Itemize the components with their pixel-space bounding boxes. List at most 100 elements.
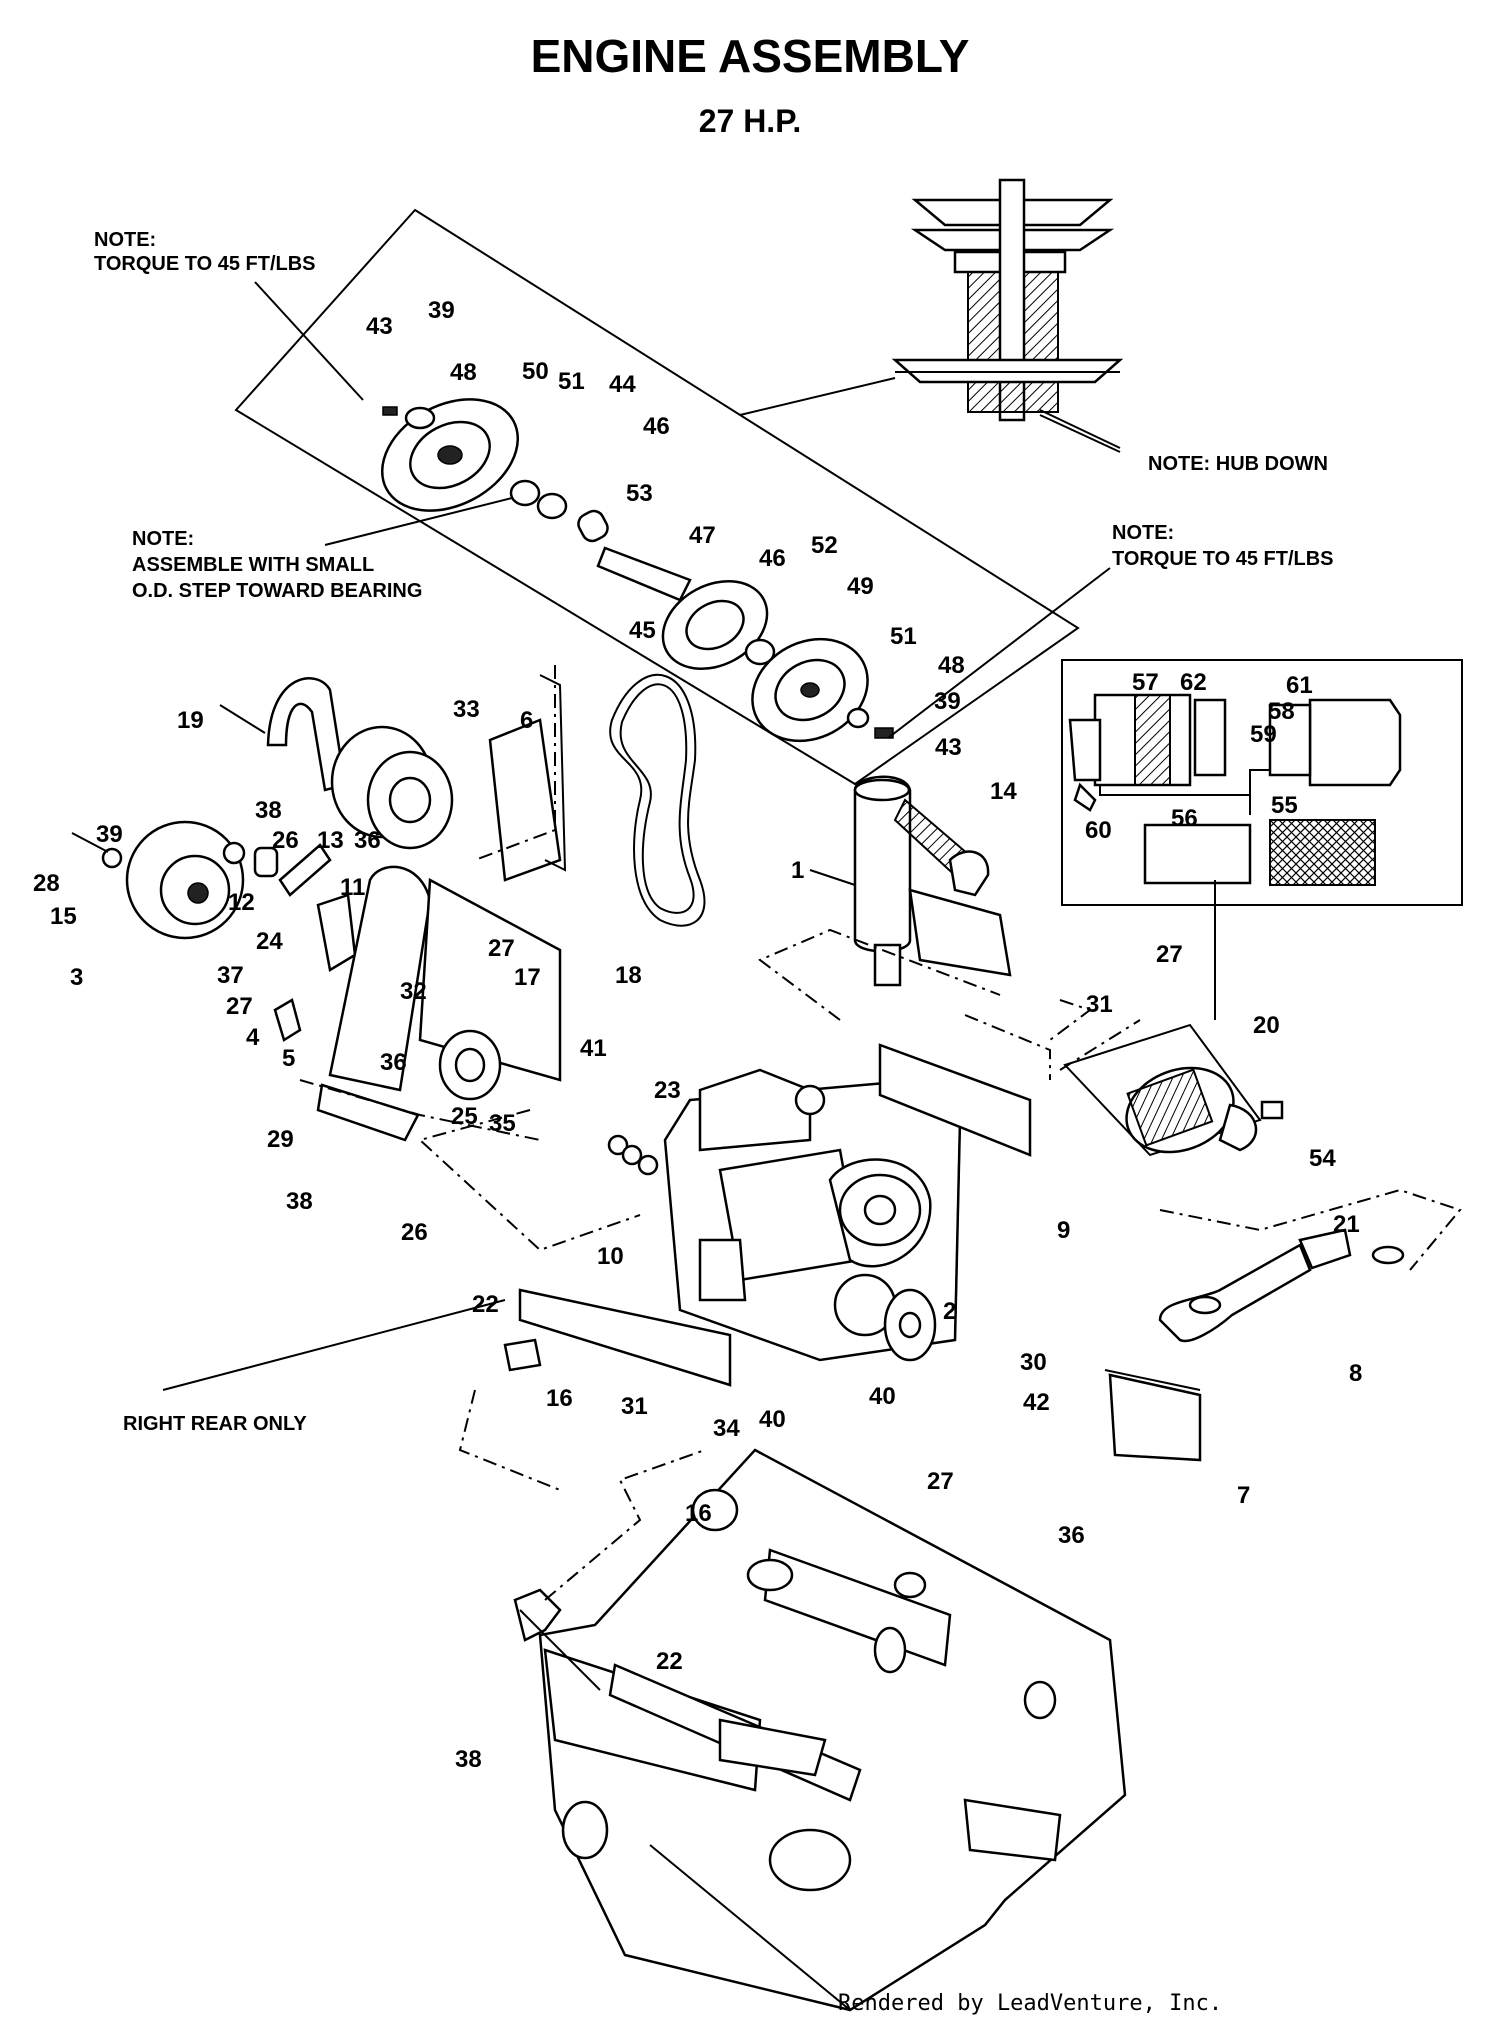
callout-label: 6	[520, 707, 533, 734]
callout-label: 48	[938, 652, 965, 679]
callout-label: 22	[656, 1648, 683, 1675]
callout-label: 23	[654, 1077, 681, 1104]
guide-lines	[299, 665, 1093, 1141]
note-assemble-head: NOTE:	[132, 528, 194, 550]
callout-label: 27	[488, 935, 515, 962]
callout-label: 38	[286, 1188, 313, 1215]
callout-label: 61	[1286, 672, 1313, 699]
callout-label: 14	[990, 778, 1017, 805]
callout-label: 3	[70, 964, 83, 991]
callout-label: 35	[489, 1110, 516, 1137]
callout-label: 15	[50, 903, 77, 930]
callout-label: 46	[643, 413, 670, 440]
callout-label: 19	[177, 707, 204, 734]
callout-label: 30	[1020, 1349, 1047, 1376]
callout-label: 31	[621, 1393, 648, 1420]
callout-label: 62	[1180, 669, 1207, 696]
engine-block	[607, 1068, 962, 1362]
callout-label: 57	[1132, 669, 1159, 696]
callout-label: 58	[1268, 698, 1295, 725]
callout-label: 11	[340, 874, 365, 901]
callout-label: 49	[847, 573, 874, 600]
callout-label: 50	[522, 358, 549, 385]
callout-label: 55	[1271, 792, 1298, 819]
callout-label: 43	[935, 734, 962, 761]
callout-label: 12	[228, 889, 255, 916]
callout-label: 16	[685, 1500, 712, 1527]
pulley-stack	[380, 398, 894, 743]
callout-label: 26	[401, 1219, 428, 1246]
chassis-frame	[513, 1448, 1127, 2012]
callout-label: 2	[943, 1298, 956, 1325]
callout-label: 37	[217, 962, 244, 989]
callout-label: 25	[451, 1103, 478, 1130]
clutch-assembly	[71, 820, 357, 1042]
note-assemble-line2: O.D. STEP TOWARD BEARING	[132, 580, 422, 602]
intake-hose	[1158, 1188, 1462, 1343]
callout-label: 52	[811, 532, 838, 559]
callout-label: 42	[1023, 1389, 1050, 1416]
callout-label: 56	[1171, 805, 1198, 832]
callout-label: 9	[1057, 1217, 1070, 1244]
callout-label: 46	[759, 545, 786, 572]
callout-label: 60	[1085, 817, 1112, 844]
callout-label: 40	[759, 1406, 786, 1433]
callout-label: 38	[255, 797, 282, 824]
callout-label: 36	[1058, 1522, 1085, 1549]
spindle-outline	[234, 208, 1121, 786]
callout-label: 32	[400, 978, 427, 1005]
note-torque-right-body: TORQUE TO 45 FT/LBS	[1112, 548, 1334, 570]
note-torque-right-head: NOTE:	[1112, 522, 1174, 544]
render-credit: Rendered by LeadVenture, Inc.	[838, 1991, 1222, 2016]
callout-label: 39	[428, 297, 455, 324]
callout-label: 13	[317, 827, 344, 854]
callout-label: 26	[272, 827, 299, 854]
callout-label: 34	[713, 1415, 740, 1442]
hub-cross-section	[891, 178, 1124, 422]
callout-label: 1	[791, 857, 804, 884]
callout-label: 59	[1250, 721, 1277, 748]
callout-label: 4	[246, 1024, 260, 1051]
callout-label: 45	[629, 617, 656, 644]
callout-label: 51	[558, 368, 585, 395]
idler-belt-and-brackets	[266, 674, 567, 1142]
muffler	[853, 775, 1012, 987]
callout-label: 36	[354, 827, 381, 854]
callout-label: 16	[546, 1385, 573, 1412]
callout-label: 7	[1237, 1482, 1250, 1509]
note-assemble-line1: ASSEMBLE WITH SMALL	[132, 554, 374, 576]
notes: NOTE: TORQUE TO 45 FT/LBS NOTE: HUB DOWN…	[94, 229, 1334, 1435]
note-right-rear-only: RIGHT REAR ONLY	[123, 1413, 307, 1435]
callout-label: 48	[450, 359, 477, 386]
callout-label: 39	[96, 821, 123, 848]
callout-label: 28	[33, 870, 60, 897]
callout-label: 27	[1156, 941, 1183, 968]
callout-label: 44	[609, 371, 636, 398]
callout-label: 27	[226, 993, 253, 1020]
callout-label: 29	[267, 1126, 294, 1153]
callout-label: 8	[1349, 1360, 1362, 1387]
callout-label: 24	[256, 928, 283, 955]
leader-lines	[162, 281, 1121, 1391]
callout-label: 54	[1309, 1145, 1336, 1172]
callout-label: 27	[927, 1468, 954, 1495]
note-hub-down: NOTE: HUB DOWN	[1148, 453, 1328, 475]
callout-label: 22	[472, 1291, 499, 1318]
callout-label: 41	[580, 1035, 607, 1062]
callout-label: 40	[869, 1383, 896, 1410]
callout-label: 20	[1253, 1012, 1280, 1039]
callout-label: 43	[366, 313, 393, 340]
callout-label: 53	[626, 480, 653, 507]
callout-label: 10	[597, 1243, 624, 1270]
note-torque-left-body: TORQUE TO 45 FT/LBS	[94, 253, 316, 275]
callout-label: 21	[1333, 1211, 1360, 1238]
diagram-title: ENGINE ASSEMBLY	[531, 30, 970, 82]
callout-label: 38	[455, 1746, 482, 1773]
engine-mounts	[417, 1014, 1202, 1491]
callout-label: 17	[514, 964, 541, 991]
callout-label: 18	[615, 962, 642, 989]
callout-label: 33	[453, 696, 480, 723]
drive-belt	[609, 673, 706, 927]
